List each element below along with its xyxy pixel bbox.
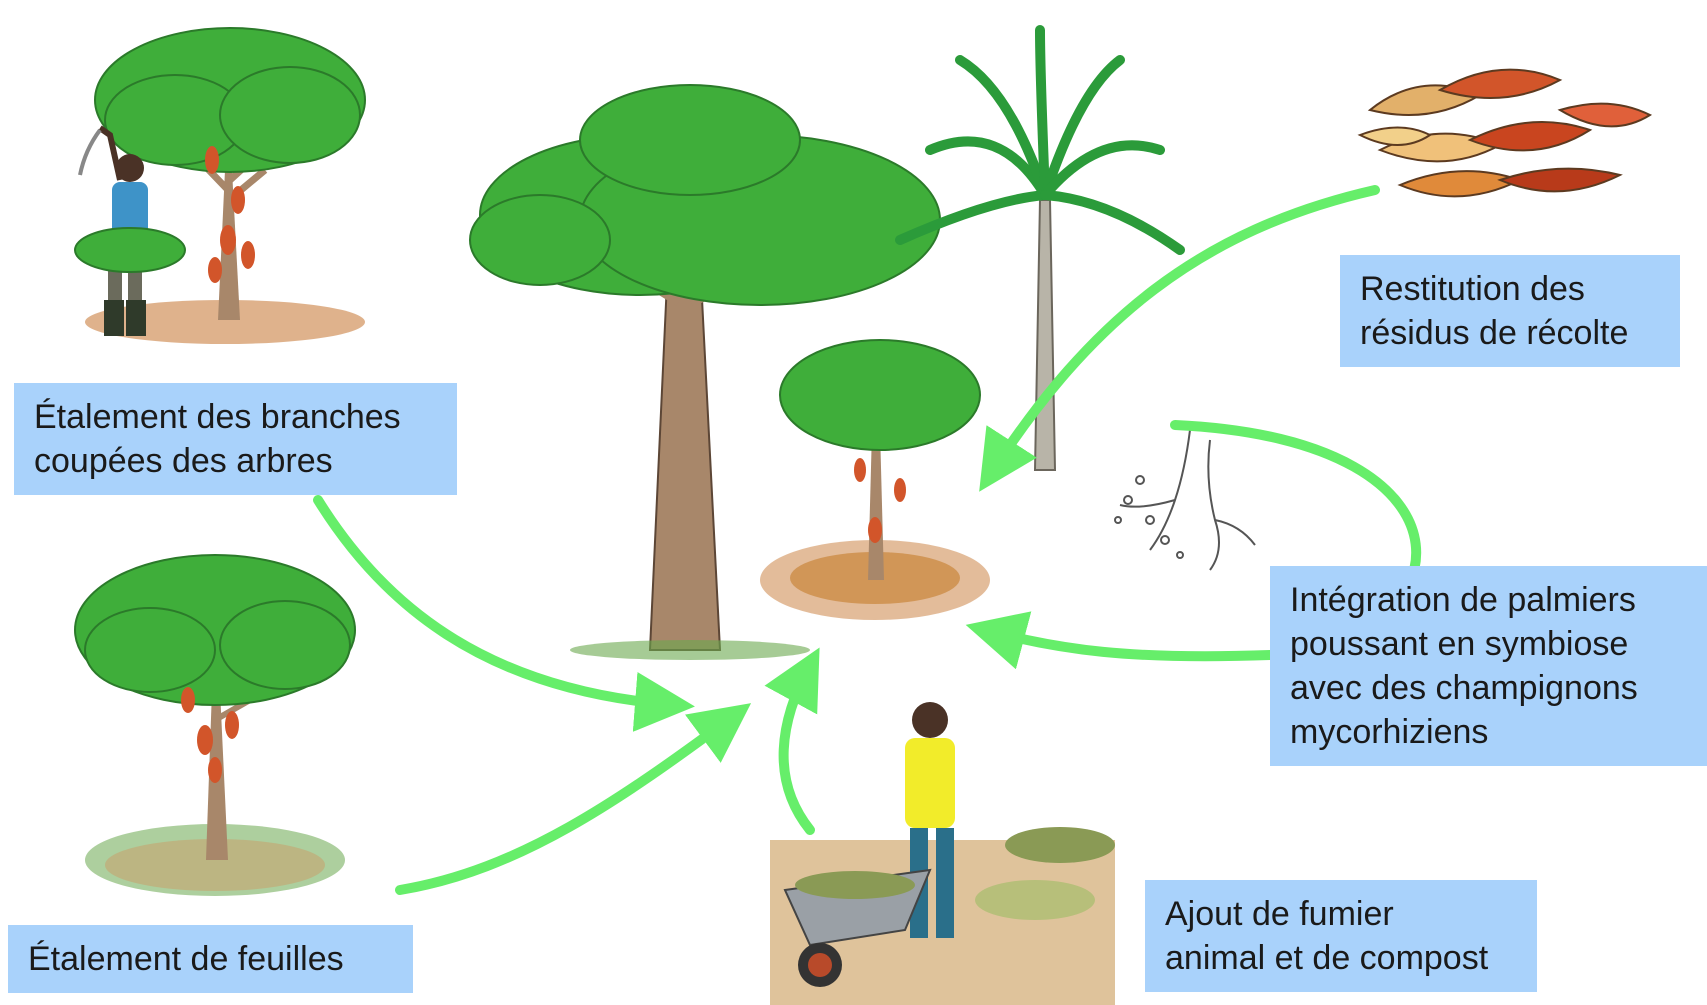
arrow-compost-to-center <box>764 647 820 835</box>
label-branch-spreading-line1: Étalement des branches <box>34 398 401 436</box>
pruning-scene-illustration <box>74 27 366 344</box>
compost-wheelbarrow-illustration <box>770 702 1115 1005</box>
label-palm-integration: Intégration de palmiers poussant en symb… <box>1270 566 1707 766</box>
label-compost-addition: Ajout de fumier animal et de compost <box>1145 880 1537 992</box>
arrow-branches-to-center <box>313 495 695 732</box>
label-palm-integration-line4: mycorhiziens <box>1290 713 1489 751</box>
mycorrhizal-roots-illustration <box>1114 429 1256 571</box>
arrow-leaves-to-center <box>395 703 752 895</box>
label-compost-addition-line1: Ajout de fumier <box>1165 895 1394 933</box>
label-palm-integration-line2: poussant en symbiose <box>1290 625 1629 663</box>
label-residue-restitution: Restitution des résidus de récolte <box>1340 255 1680 367</box>
label-compost-addition-line2: animal et de compost <box>1165 939 1489 977</box>
label-leaf-spreading-line1: Étalement de feuilles <box>28 940 344 978</box>
central-agroforest-illustration <box>469 25 1185 660</box>
label-residue-restitution-line2: résidus de récolte <box>1360 314 1629 352</box>
label-palm-integration-line1: Intégration de palmiers <box>1290 581 1636 619</box>
arrow-residues-to-center <box>979 185 1380 492</box>
label-branch-spreading-line2: coupées des arbres <box>34 442 333 480</box>
crop-residues-illustration <box>1357 68 1653 198</box>
leaf-mulch-tree-illustration <box>74 554 356 896</box>
label-palm-integration-line3: avec des champignons <box>1290 669 1638 707</box>
label-residue-restitution-line1: Restitution des <box>1360 270 1585 308</box>
label-leaf-spreading: Étalement de feuilles <box>8 925 413 993</box>
label-branch-spreading: Étalement des branches coupées des arbre… <box>14 383 457 495</box>
